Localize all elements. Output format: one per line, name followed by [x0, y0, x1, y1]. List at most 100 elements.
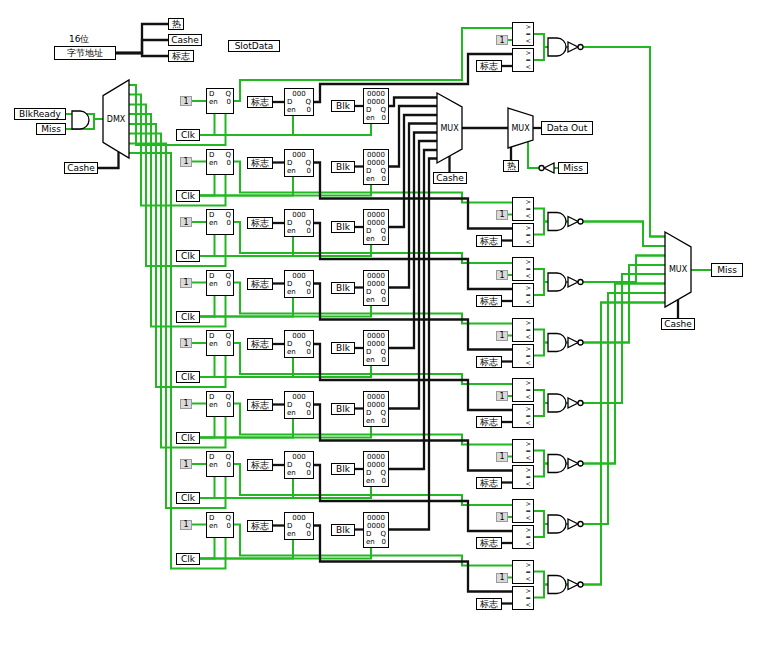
and-gate — [548, 576, 566, 594]
label-text: D — [287, 522, 292, 530]
label-text: 0 — [307, 106, 311, 114]
wire — [200, 487, 371, 498]
label-text: > — [515, 527, 531, 534]
tunnel-label: Miss — [36, 123, 66, 135]
wire — [355, 286, 363, 288]
label-text: 热 — [507, 161, 516, 171]
wire — [116, 53, 168, 56]
label-text: 0 — [382, 477, 386, 485]
label-text: Data Out — [547, 123, 588, 133]
wire — [355, 347, 363, 349]
label-text: en — [287, 227, 296, 235]
wire — [355, 165, 363, 167]
label-text: Q — [305, 280, 311, 288]
register: 00000000DQen0 — [363, 209, 389, 245]
not-bubble — [578, 45, 583, 50]
register: 000DQen0 — [284, 391, 314, 419]
not-bubble — [578, 401, 583, 406]
tunnel-label: 标志 — [476, 537, 502, 549]
label-text: Q — [225, 514, 231, 522]
comparator: >=< — [512, 378, 534, 402]
wire — [691, 269, 711, 271]
constant: 1 — [496, 452, 508, 462]
tunnel-label: Blk — [331, 100, 355, 112]
register-row: en0 — [287, 469, 311, 477]
wire — [273, 464, 284, 466]
tunnel-label: Clk — [176, 129, 200, 141]
label-text: = — [515, 387, 531, 394]
comparator: >=< — [512, 283, 534, 307]
label-text: Clk — [181, 433, 195, 443]
label-text: 标志 — [251, 339, 269, 349]
wire — [129, 124, 226, 387]
label-text: 标志 — [251, 158, 269, 168]
register: DQen0 — [206, 149, 234, 175]
register: 00000000DQen0 — [363, 149, 389, 185]
label-text: 0 — [382, 114, 386, 122]
comparator: >=< — [512, 586, 534, 610]
register-row: en0 — [366, 356, 386, 364]
label-text: D — [366, 106, 371, 114]
tunnel-label: 标志 — [476, 295, 502, 307]
label-text: 0000 — [366, 393, 386, 401]
label-text: Q — [305, 159, 311, 167]
label-text: en — [287, 348, 296, 356]
not-bubble — [578, 582, 583, 587]
label-text: = — [515, 31, 531, 38]
wire — [192, 403, 206, 405]
label-text: > — [515, 380, 531, 387]
register-row: en0 — [366, 235, 386, 243]
register-row: en0 — [287, 227, 311, 235]
label-text: Blk — [336, 404, 350, 414]
not-bubble — [539, 166, 544, 171]
label-text: 000 — [287, 332, 311, 340]
register-row: DQ — [287, 522, 311, 530]
label-text: 0000 — [366, 159, 386, 167]
register: 000DQen0 — [284, 512, 314, 540]
wire — [273, 403, 284, 405]
label-text: 0 — [382, 538, 386, 546]
label-text: < — [515, 213, 531, 220]
tunnel-label: 热 — [168, 18, 184, 30]
register-row: DQ — [209, 453, 231, 461]
multiplexer: MUX — [437, 93, 462, 163]
register-row: en0 — [209, 219, 231, 227]
label-text: 0 — [382, 175, 386, 183]
comparator: >=< — [512, 223, 534, 247]
constant: 1 — [496, 210, 508, 220]
wire — [273, 282, 284, 284]
wire — [355, 226, 363, 228]
label-text: Blk — [336, 343, 350, 353]
label-text: > — [515, 259, 531, 266]
wire — [234, 28, 512, 101]
constant: 1 — [180, 338, 192, 348]
label-text: 0 — [307, 348, 311, 356]
label-text: 1 — [499, 513, 504, 522]
label-text: en — [287, 167, 296, 175]
label-text: 1 — [183, 97, 188, 106]
comparator: >=< — [512, 439, 534, 463]
mux-outline — [103, 80, 129, 158]
label-text: = — [515, 534, 531, 541]
register-row: DQ — [366, 348, 386, 356]
label-text: < — [515, 481, 531, 488]
label-text: > — [515, 441, 531, 448]
register: DQen0 — [206, 512, 234, 538]
tunnel-label: Clk — [176, 492, 200, 504]
label-text: = — [515, 353, 531, 360]
label-text: 000 — [287, 90, 311, 98]
wire — [129, 144, 226, 509]
label-text: 0 — [382, 356, 386, 364]
tunnel-label: 标志 — [247, 217, 273, 229]
wire — [192, 524, 206, 526]
register-row: en0 — [366, 296, 386, 304]
label-text: 标志 — [480, 236, 498, 246]
wire — [502, 65, 512, 67]
label-text: Q — [225, 151, 231, 159]
label-text: 0000 — [366, 340, 386, 348]
wire — [534, 265, 665, 356]
label-text: Q — [380, 167, 386, 175]
label-text: 标志 — [251, 279, 269, 289]
comparator: >=< — [512, 257, 534, 281]
label-text: < — [515, 455, 531, 462]
